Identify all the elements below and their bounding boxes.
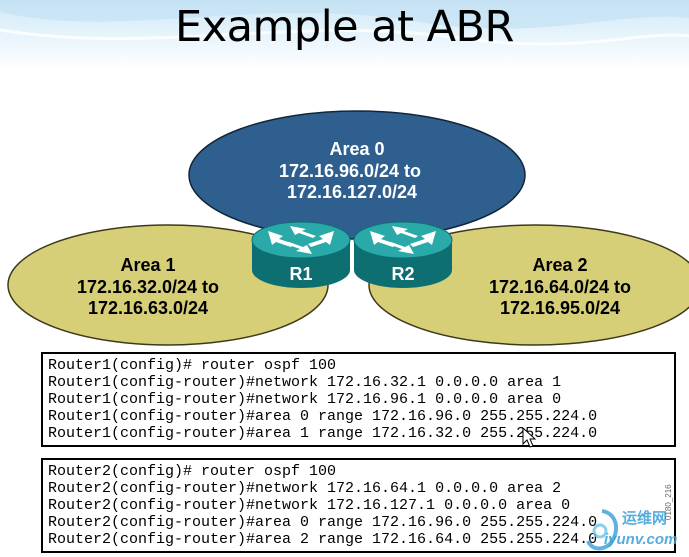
config-line: Router2(config-router)#area 2 range 172.… — [48, 531, 598, 548]
router1-config-box: Router1(config)# router ospf 100 Router1… — [41, 352, 676, 447]
watermark-logo: 运维网 iyunv.com — [582, 505, 689, 557]
config-line: Router2(config-router)#area 0 range 172.… — [48, 514, 598, 531]
watermark-en-text: iyunv.com — [604, 531, 678, 548]
config-line: Router1(config-router)#area 1 range 172.… — [48, 425, 598, 442]
area1-range-line1: 172.16.32.0/24 to — [77, 277, 219, 297]
config-line: Router2(config)# router ospf 100 — [48, 463, 337, 480]
slide-code: 0180_216 — [664, 484, 673, 520]
router2-config-box: Router2(config)# router ospf 100 Router2… — [41, 458, 676, 553]
area2-range-line1: 172.16.64.0/24 to — [489, 277, 631, 297]
title-banner: Example at ABR — [0, 0, 689, 70]
area1-range-line2: 172.16.63.0/24 — [88, 298, 208, 318]
router-arrows-icon — [268, 226, 334, 254]
watermark-cn-text: 运维网 — [622, 510, 668, 527]
area0-name: Area 0 — [329, 139, 384, 159]
ospf-area-diagram: Area 0 172.16.96.0/24 to 172.16.127.0/24… — [7, 110, 689, 346]
router-r2-label: R2 — [391, 264, 414, 284]
config-line: Router1(config-router)#area 0 range 172.… — [48, 408, 598, 425]
router-arrows-icon — [370, 226, 436, 254]
config-line: Router1(config-router)#network 172.16.96… — [48, 391, 562, 408]
watermark-swirl-icon — [586, 509, 619, 551]
area1-name: Area 1 — [120, 255, 175, 275]
area0-range-line1: 172.16.96.0/24 to — [279, 161, 421, 181]
area2-name: Area 2 — [532, 255, 587, 275]
mouse-cursor-icon — [522, 427, 536, 448]
config-line: Router1(config-router)#network 172.16.32… — [48, 374, 562, 391]
banner-wave-decoration — [0, 0, 689, 46]
router-r1: R1 — [251, 221, 351, 288]
area0-range-line2: 172.16.127.0/24 — [287, 182, 417, 202]
router-r1-label: R1 — [289, 264, 312, 284]
page-title: Example at ABR — [175, 2, 514, 52]
config-line: Router1(config)# router ospf 100 — [48, 357, 337, 374]
config-line: Router2(config-router)#network 172.16.64… — [48, 480, 562, 497]
router-r2: R2 — [353, 221, 453, 288]
area2-range-line2: 172.16.95.0/24 — [500, 298, 620, 318]
config-line: Router2(config-router)#network 172.16.12… — [48, 497, 571, 514]
